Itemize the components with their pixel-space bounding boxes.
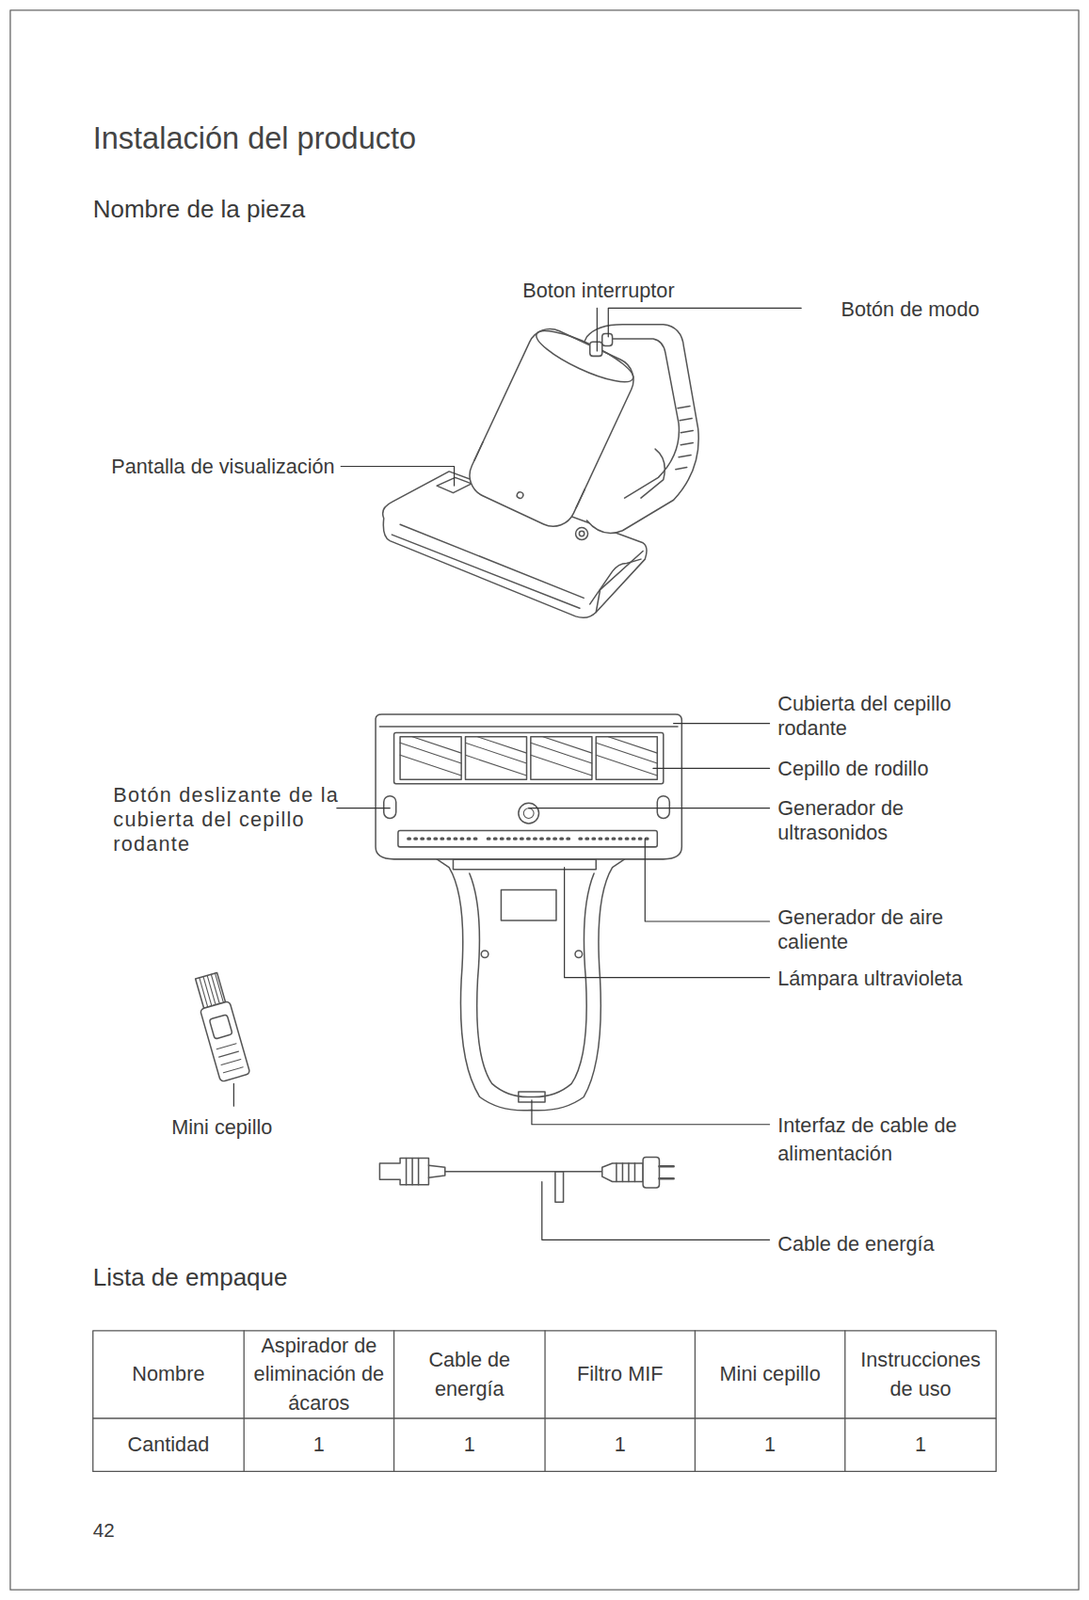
section-heading: Lista de empaque <box>93 1263 289 1293</box>
power-cord-drawing <box>379 1156 673 1202</box>
power-cord-drawing <box>445 1170 603 1173</box>
vacuum-bottom-view <box>400 736 657 776</box>
vacuum-top-view <box>462 321 641 534</box>
vacuum-bottom-view <box>384 796 397 819</box>
vacuum-bottom-view <box>518 802 540 824</box>
part-name: Mini cepillo <box>171 1115 273 1140</box>
power-cord-drawing <box>616 1163 636 1183</box>
vacuum-bottom-view <box>575 950 583 959</box>
table-header-cell: Nombre <box>93 1330 244 1419</box>
part-name: Lámpara ultravioleta <box>777 966 962 992</box>
leader-lines <box>531 1100 770 1125</box>
leader-lines <box>608 307 801 337</box>
vacuum-bottom-view <box>452 859 596 870</box>
table-header-cell: Filtro MIF <box>544 1330 695 1419</box>
vacuum-top-view <box>640 448 665 498</box>
leader-lines <box>336 807 390 809</box>
vacuum-top-view <box>462 320 641 534</box>
vacuum-top-view <box>576 528 589 541</box>
table-cell: 1 <box>394 1418 545 1472</box>
leader-lines <box>528 807 770 809</box>
power-cord-drawing <box>642 1156 659 1188</box>
part-name: Boton interruptor <box>522 278 674 304</box>
leader-lines <box>673 722 770 724</box>
vacuum-bottom-view <box>398 831 657 848</box>
vacuum-top-view <box>400 524 584 598</box>
mini-brush-drawing <box>216 1043 243 1073</box>
vacuum-bottom-view <box>469 873 594 1098</box>
mini-brush-drawing <box>208 1014 233 1040</box>
page-border <box>10 10 1079 1590</box>
table-header-cell: Instrucciones de uso <box>845 1330 996 1419</box>
vacuum-bottom-view <box>523 808 534 819</box>
part-name: Interfaz de cable de alimentación <box>777 1111 982 1170</box>
page-title: Instalación del producto <box>93 120 417 158</box>
mini-brush-drawing <box>199 1001 250 1083</box>
leader-lines <box>340 465 454 486</box>
leader-lines <box>564 867 770 978</box>
table-header-cell: Aspirador de eliminación de ácaros <box>243 1330 394 1419</box>
leader-lines <box>542 1181 770 1240</box>
part-name: Generador de ultrasonidos <box>777 796 951 846</box>
leader-lines <box>644 838 769 922</box>
packing-table-grid <box>93 1330 997 1473</box>
vacuum-bottom-view <box>375 714 682 1111</box>
power-cord-drawing <box>406 1158 419 1186</box>
part-name: Botón de modo <box>841 297 980 322</box>
vacuum-bottom-view <box>379 725 678 728</box>
vacuum-bottom-view <box>436 859 625 1111</box>
table-cell: 1 <box>694 1418 845 1472</box>
vacuum-bottom-view <box>394 732 664 784</box>
vacuum-top-view <box>515 491 525 500</box>
part-name: Cable de energía <box>777 1232 934 1257</box>
mini-brush-drawing <box>199 973 225 1008</box>
vacuum-top-view <box>590 559 641 605</box>
power-cord-drawing <box>555 1171 564 1203</box>
vacuum-bottom-view <box>500 889 557 921</box>
leader-lines <box>596 307 598 352</box>
vacuum-top-view <box>383 320 700 619</box>
table-cell: 1 <box>845 1418 996 1472</box>
table-header-cell: Cable de energía <box>394 1330 545 1419</box>
vacuum-top-view <box>474 441 585 508</box>
part-name: Cepillo de rodillo <box>777 756 929 782</box>
vacuum-top-view <box>675 406 693 470</box>
part-name: Pantalla de visualización <box>40 454 335 480</box>
vacuum-top-view <box>602 334 613 347</box>
leader-lines <box>653 768 770 769</box>
table-header-cell: Mini cepillo <box>694 1330 845 1419</box>
page-number: 42 <box>93 1519 115 1543</box>
vacuum-bottom-view <box>656 796 670 819</box>
leader-lines <box>233 1083 235 1106</box>
leader-lines <box>233 307 801 1240</box>
power-cord-drawing <box>428 1165 445 1178</box>
section-heading: Nombre de la pieza <box>93 194 306 225</box>
part-name: Cubierta del cepillo rodante <box>777 691 982 741</box>
table-cell: 1 <box>243 1418 394 1472</box>
mini-brush-drawing <box>191 971 250 1082</box>
packing-table-grid <box>243 1330 846 1473</box>
power-cord-drawing <box>602 1163 643 1183</box>
vacuum-bottom-view <box>408 837 650 841</box>
table-cell: 1 <box>544 1418 695 1472</box>
table-cell: Cantidad <box>93 1418 244 1472</box>
vacuum-bottom-view <box>375 714 682 860</box>
power-cord-drawing <box>379 1158 429 1186</box>
packing-table-grid <box>93 1330 997 1473</box>
vacuum-bottom-view <box>480 950 489 959</box>
vacuum-top-view <box>590 341 603 356</box>
part-name: Botón deslizante de la cubierta del cepi… <box>112 783 340 857</box>
part-name: Generador de aire caliente <box>777 905 967 955</box>
vacuum-top-view <box>530 321 639 391</box>
power-cord-drawing <box>658 1166 673 1179</box>
vacuum-top-view <box>391 534 579 609</box>
vacuum-top-view <box>578 530 584 536</box>
